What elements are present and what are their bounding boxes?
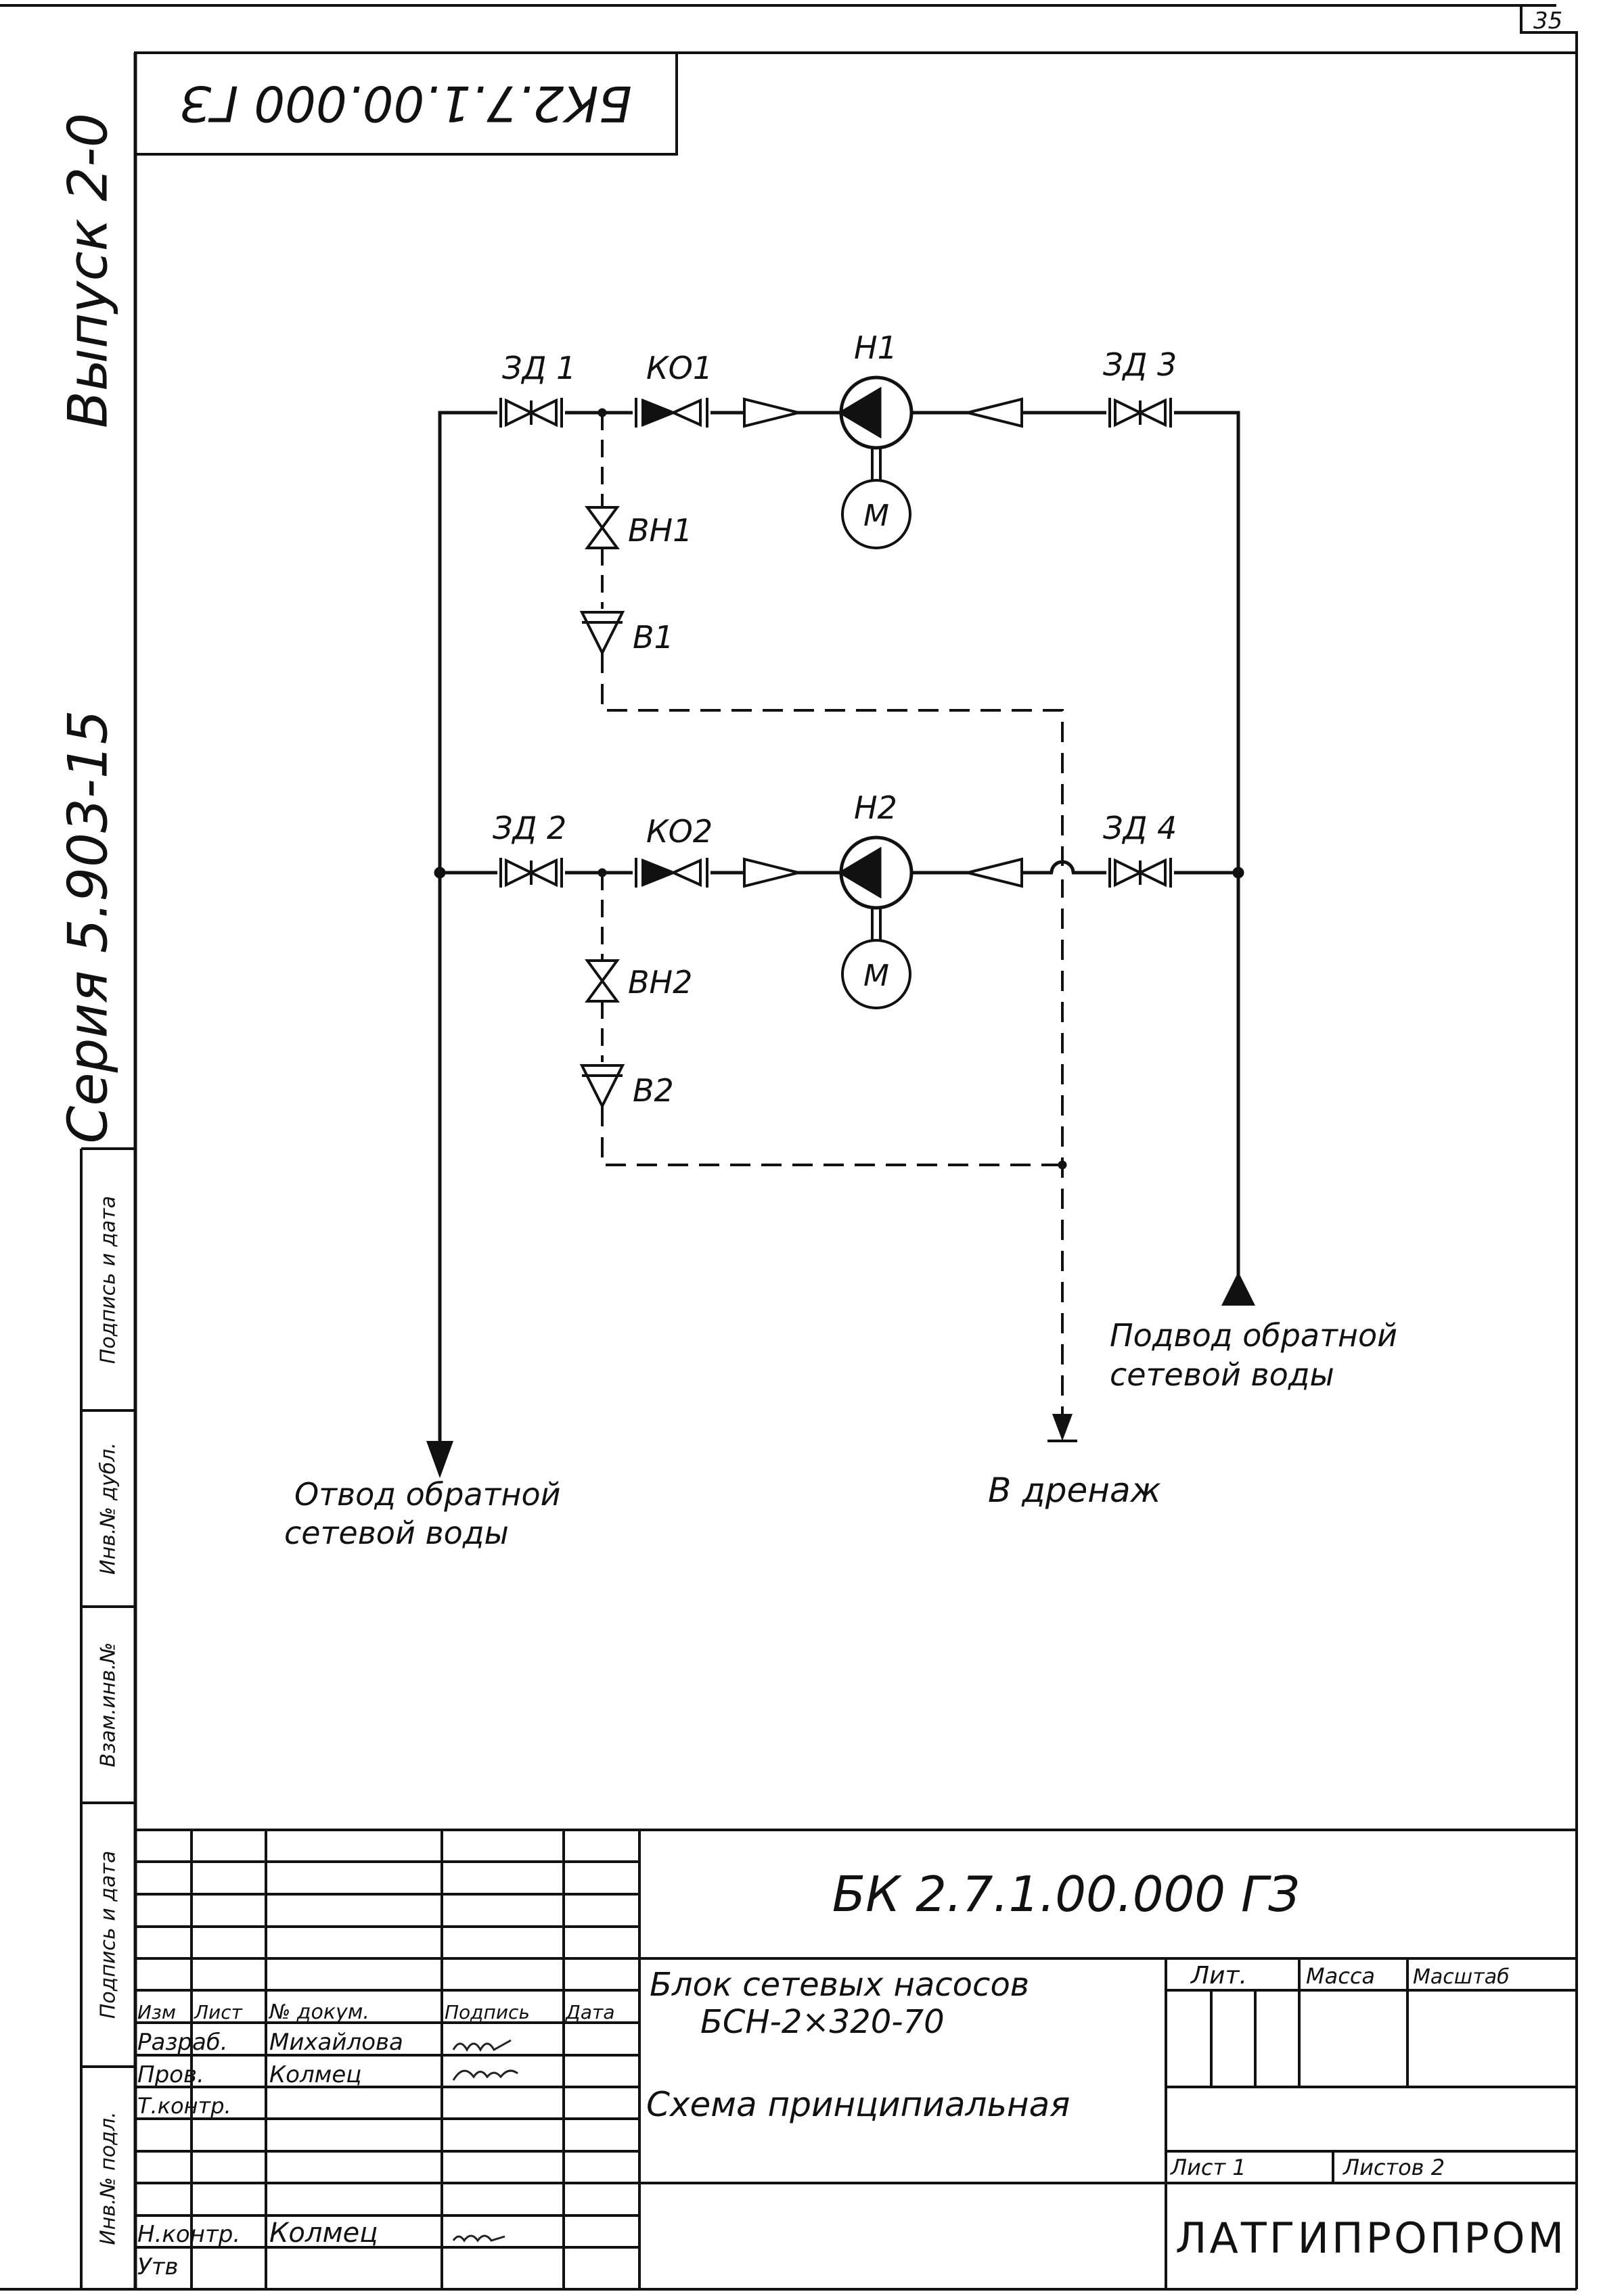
crossover <box>1050 860 1075 873</box>
doc-name-2: БСН-2×320-70 <box>700 2003 945 2041</box>
junction <box>1232 867 1244 879</box>
label-vh2: ВН2 <box>628 964 692 1001</box>
reducer <box>743 857 799 888</box>
hdr-doc: № докум. <box>268 2000 369 2024</box>
list-label: Лист 1 <box>1170 2155 1246 2180</box>
stamp-code: БК2.7.1.00.000 ГЗ <box>180 75 632 132</box>
label-zd3: ЗД 3 <box>1103 346 1177 383</box>
outlet-label-2: сетевой воды <box>284 1515 509 1551</box>
hdr-sign: Подпись <box>445 2001 530 2023</box>
left-strip <box>0 1147 135 2291</box>
drain-branch-2 <box>579 873 1062 1166</box>
role-utv: Утв <box>137 2253 179 2280</box>
reducer <box>967 857 1023 888</box>
gate-valve-zd3 <box>1106 396 1174 429</box>
sheet-frame <box>0 4 1578 2291</box>
outlet-pipe <box>438 411 501 1441</box>
label-vh1: ВН1 <box>628 512 692 549</box>
role-prov: Пров. <box>137 2061 204 2088</box>
vypusk-label: Выпуск 2-0 <box>57 113 120 428</box>
funnel-b2 <box>579 1064 625 1109</box>
motor-1-label: М <box>863 499 889 533</box>
motor-2-label: М <box>863 959 889 993</box>
pump-h1 <box>838 375 914 450</box>
label-ko1: КО1 <box>646 350 713 386</box>
label-zd4: ЗД 4 <box>1103 810 1177 846</box>
schematic <box>426 375 1255 1478</box>
doc-code: БК 2.7.1.00.000 ГЗ <box>832 1866 1300 1923</box>
sheet-number: 35 <box>1533 7 1562 35</box>
reducer <box>967 397 1023 428</box>
gate-valve-zd1 <box>497 396 565 429</box>
supply-pipe <box>1110 411 1240 1285</box>
hdr-izm: Изм <box>137 2001 176 2023</box>
junction <box>434 867 446 879</box>
doc-name-1: Блок сетевых насосов <box>650 1966 1029 2004</box>
drain-arrow <box>1047 1414 1077 1442</box>
gate-valve-zd4 <box>1106 856 1174 889</box>
prov-name: Колмец <box>269 2061 361 2088</box>
nkontr-name: Колмец <box>269 2218 378 2249</box>
drain-label: В дренаж <box>988 1471 1161 1510</box>
reducer <box>743 397 799 428</box>
supply-label-1: Подвод обратной <box>1110 1317 1397 1354</box>
strip-vzam: Взам.инв.№ <box>97 1643 120 1768</box>
lit-label: Лит. <box>1190 1962 1247 1990</box>
role-razrab: Разраб. <box>137 2029 228 2056</box>
title-block <box>135 1829 1577 2289</box>
label-zd2: ЗД 2 <box>493 810 566 846</box>
supply-arrow <box>1221 1272 1255 1306</box>
strip-podpis-2: Подпись и дата <box>97 1196 120 1364</box>
label-b2: В2 <box>633 1072 674 1109</box>
check-valve-ko2 <box>633 856 710 889</box>
outlet-label-1: Отвод обратной <box>294 1476 561 1513</box>
strip-podpis-1: Подпись и дата <box>97 1851 120 2019</box>
drain-branch-1 <box>579 413 1064 1414</box>
motor-2 <box>841 908 911 1009</box>
hdr-list: Лист <box>194 2001 243 2023</box>
outlet-arrow <box>426 1441 453 1478</box>
stamp-box: БК2.7.1.00.000 ГЗ <box>134 51 678 156</box>
strip-inv-dubl: Инв.№ дубл. <box>97 1442 120 1575</box>
razrab-name: Михайлова <box>269 2029 403 2056</box>
check-valve-ko1 <box>633 396 710 429</box>
gate-valve-zd2 <box>497 856 565 889</box>
signatures <box>452 2039 518 2243</box>
motor-1 <box>841 448 911 549</box>
label-zd1: ЗД 1 <box>502 350 576 386</box>
label-h1: Н1 <box>854 329 897 366</box>
role-tkontr: Т.контр. <box>137 2093 231 2119</box>
label-h2: Н2 <box>854 789 897 826</box>
pump-h2 <box>838 835 914 910</box>
doc-type: Схема принципиальная <box>646 2085 1070 2124</box>
label-ko2: КО2 <box>646 813 713 850</box>
listov-label: Листов 2 <box>1343 2155 1445 2180</box>
masshtab-label: Масштаб <box>1413 1965 1510 1989</box>
role-nkontr: Н.контр. <box>137 2221 240 2248</box>
strip-inv-podl: Инв.№ подл. <box>97 2111 120 2245</box>
label-b1: В1 <box>633 619 674 656</box>
supply-label-2: сетевой воды <box>1110 1356 1334 1393</box>
funnel-b1 <box>579 611 625 656</box>
seriya-label: Серия 5.903-15 <box>57 710 120 1143</box>
org-logo: ЛАТГИПРОПРОМ <box>1175 2213 1566 2263</box>
hdr-date: Дата <box>564 2001 615 2023</box>
massa-label: Масса <box>1306 1963 1375 1989</box>
